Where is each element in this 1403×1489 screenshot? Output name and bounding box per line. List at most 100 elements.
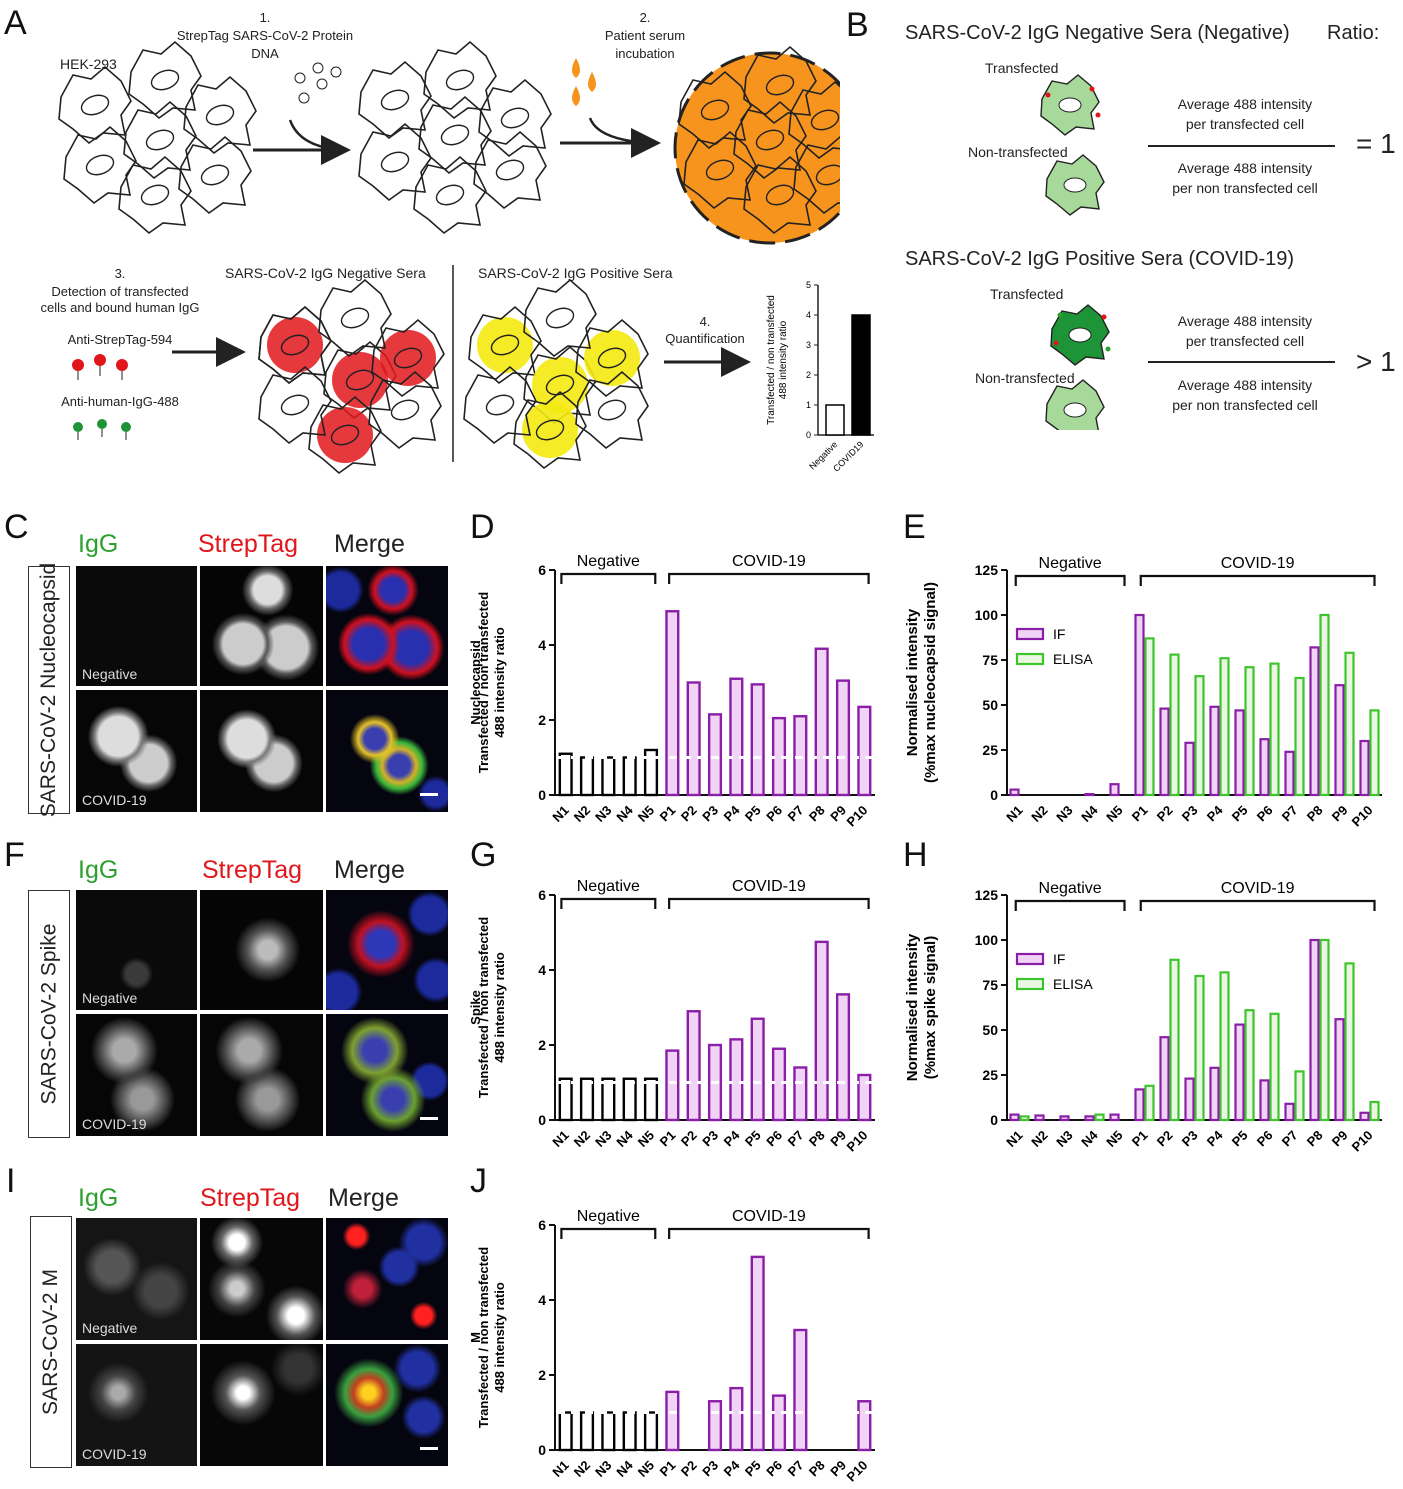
micro-f-streptag-pos [200, 1014, 323, 1136]
x-tick-label: P1 [1129, 1128, 1151, 1150]
x-tick-label: N2 [1028, 803, 1050, 825]
x-tick-label: P5 [742, 1458, 764, 1480]
x-tick-label: P4 [1204, 802, 1226, 824]
elisa-bar [1244, 666, 1255, 797]
x-tick-label: N5 [635, 803, 657, 825]
b-nontransfected-2: Non-transfected [975, 370, 1075, 386]
x-tick-label: P8 [806, 803, 828, 825]
x-tick-label: P8 [806, 1128, 828, 1150]
x-tick-label: P7 [785, 1128, 807, 1150]
x-tick-label: P6 [1254, 1128, 1276, 1150]
x-tick-label: N2 [571, 803, 593, 825]
bar [643, 748, 659, 797]
bar [686, 681, 701, 797]
negative-bracket [560, 1227, 657, 1239]
if-bar [1259, 1079, 1270, 1122]
if-bar [1234, 709, 1245, 797]
y-axis-label: 488 intensity ratio [492, 627, 507, 738]
negative-bracket-label: Negative [1039, 880, 1102, 897]
if-bar [1334, 1018, 1345, 1122]
y-tick-label: 0 [990, 1112, 998, 1128]
bar [622, 1411, 637, 1452]
x-tick-label: P1 [657, 803, 679, 825]
micro-c-streptag-pos [200, 690, 323, 812]
panel-letter-i: I [6, 1162, 16, 1200]
step1-text: StrepTag SARS-CoV-2 Protein [176, 28, 354, 43]
x-tick-label: N4 [613, 1127, 636, 1150]
elisa-bar [1244, 1009, 1255, 1122]
b-den-line2: per non transfected cell [1172, 180, 1318, 196]
y-tick-label: 0 [538, 1442, 546, 1458]
x-tick-label: P2 [678, 1128, 700, 1150]
x-tick-label: P5 [742, 1128, 764, 1150]
legend-swatch [1015, 627, 1045, 641]
y-axis-label: Transfected / non transfected [476, 592, 491, 773]
b-ratio-label: Ratio: [1327, 22, 1380, 44]
col-header-merge-c: Merge [334, 530, 405, 558]
elisa-bar [1194, 974, 1205, 1122]
y-axis-label: Nucleocapsid [468, 640, 483, 725]
y-axis-label: Transfected / non transfected [476, 917, 491, 1098]
panel-letter-c: C [4, 508, 29, 546]
if-bar [1084, 793, 1095, 797]
if-bar [1084, 1115, 1095, 1122]
x-tick-label: P1 [657, 1128, 679, 1150]
panel-letter-d: D [470, 508, 495, 546]
bar [729, 1038, 744, 1122]
covid-bracket [668, 897, 870, 909]
x-tick-label: N4 [1078, 802, 1101, 825]
bar [601, 1077, 616, 1122]
x-tick-label: P5 [742, 803, 764, 825]
y-tick-label: 2 [538, 712, 546, 728]
x-tick-label: N3 [1053, 803, 1075, 825]
b-den2-line1: Average 488 intensity [1177, 377, 1313, 393]
bar [665, 1049, 680, 1122]
y-tick-label: 25 [982, 1067, 998, 1083]
bar [579, 1077, 595, 1122]
mini-bar [851, 314, 871, 436]
anti-streptag-icon [72, 354, 128, 380]
step3-number: 3. [114, 266, 126, 281]
if-bar [1359, 739, 1370, 797]
if-bar [1309, 938, 1320, 1122]
mini-y-label-2: 488 intensity ratio [778, 320, 789, 399]
negative-bracket [1014, 899, 1126, 911]
bar [579, 756, 595, 797]
micro-i-streptag-neg [200, 1218, 323, 1340]
x-tick-label: P10 [1349, 803, 1376, 830]
x-tick-label: N5 [635, 1458, 657, 1480]
x-tick-label: N1 [1003, 803, 1025, 825]
if-bar [1159, 707, 1170, 797]
x-tick-label: P8 [806, 1458, 828, 1480]
micro-i-streptag-pos [200, 1344, 323, 1466]
x-tick-label: N1 [549, 1458, 571, 1480]
y-tick-label: 0 [538, 1112, 546, 1128]
x-tick-label: N3 [1053, 1128, 1075, 1150]
cell-icon [58, 66, 132, 144]
step1-dna: DNA [251, 46, 279, 61]
if-bar [1359, 1111, 1370, 1122]
legend-label: ELISA [1053, 651, 1093, 667]
col-header-streptag-i: StrepTag [200, 1184, 301, 1212]
if-bar [1259, 738, 1270, 797]
elisa-bar [1294, 1070, 1305, 1122]
x-tick-label: P2 [678, 803, 700, 825]
y-tick-label: 2 [538, 1037, 546, 1053]
elisa-bar [1269, 1012, 1280, 1122]
micro-c-merge-pos [326, 690, 448, 812]
mini-y-tick-label: 4 [806, 310, 811, 320]
bar [793, 715, 808, 797]
x-tick-label: N4 [1078, 1127, 1101, 1150]
mini-y-tick-label: 3 [806, 340, 811, 350]
elisa-bar [1219, 657, 1230, 797]
scale-bar [420, 793, 438, 796]
bar [835, 679, 851, 797]
negative-bracket-label: Negative [577, 878, 640, 895]
if-bar [1234, 1023, 1245, 1122]
x-tick-label: N1 [1003, 1128, 1025, 1150]
step2-text: Patient serum [604, 28, 686, 43]
if-bar [1209, 705, 1220, 797]
mini-y-tick-label: 2 [806, 370, 811, 380]
x-tick-label: P6 [763, 1458, 785, 1480]
